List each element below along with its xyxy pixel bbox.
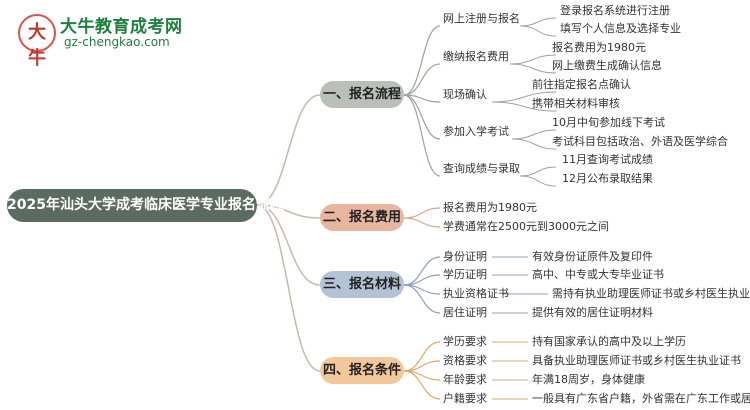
- connector-line: [491, 101, 557, 112]
- connector-line: [519, 166, 557, 177]
- item-label: 报名费用为1980元: [443, 201, 537, 214]
- item-detail: 一般具有广东省户籍，外省需在广东工作或居住: [532, 392, 750, 405]
- root-node: 2025年汕头大学成考临床医学专业报名流程: [7, 189, 284, 222]
- item-label: 年龄要求: [443, 373, 487, 386]
- item-detail: 具备执业助理医师证书或乡村医生执业证书: [532, 354, 741, 367]
- site-logo[interactable]: 大牛 大牛教育成考网 gz-chengkao.com: [8, 10, 208, 69]
- connector-line: [256, 204, 321, 286]
- category-registration-fees: 二、报名费用: [320, 204, 404, 231]
- item-detail: 10月中旬参加线下考试: [552, 116, 665, 129]
- item-detail: 需持有执业助理医师证书或乡村医生执业证书: [552, 287, 750, 300]
- category-registration-process: 一、报名流程: [320, 81, 404, 108]
- item-label: 参加入学考试: [443, 125, 509, 138]
- connector-line: [403, 217, 441, 228]
- connector-line: [256, 204, 321, 219]
- category-registration-conditions: 四、报名条件: [320, 357, 404, 384]
- connector-line: [509, 54, 557, 65]
- item-label: 资格要求: [443, 354, 487, 367]
- connector-line: [519, 17, 557, 27]
- item-label: 学费通常在2500元到3000元之间: [443, 220, 609, 233]
- item-detail: 报名费用为1980元: [552, 41, 646, 54]
- connector-line: [256, 204, 321, 372]
- item-label: 身份证明: [443, 250, 487, 263]
- item-label: 居住证明: [443, 306, 487, 319]
- item-detail: 考试科目包括政治、外语及医学综合: [552, 135, 728, 148]
- connector-line: [519, 175, 557, 187]
- connector-line: [403, 370, 441, 400]
- item-detail: 持有国家承认的高中及以上学历: [532, 335, 686, 348]
- logo-glyph: 大牛: [28, 22, 46, 69]
- item-detail: 网上缴费生成确认信息: [552, 59, 662, 72]
- item-detail: 年满18周岁，身体健康: [532, 373, 645, 386]
- connector-line: [403, 284, 441, 314]
- connector-line: [403, 256, 441, 286]
- logo-title: 大牛教育成考网: [60, 17, 183, 37]
- item-label: 学历证明: [443, 268, 487, 281]
- item-label: 查询成绩与录取: [443, 162, 520, 175]
- item-label: 户籍要求: [443, 392, 487, 405]
- item-detail: 提供有效的居住证明材料: [532, 306, 653, 319]
- connector-line: [403, 63, 441, 96]
- item-detail: 前往指定报名点确认: [532, 78, 631, 91]
- category-registration-materials: 三、报名材料: [320, 271, 404, 298]
- connector-line: [403, 94, 441, 177]
- item-label: 学历要求: [443, 335, 487, 348]
- item-detail: 11月查询考试成绩: [562, 153, 653, 166]
- connector-line: [519, 25, 557, 37]
- item-label: 执业资格证书: [443, 287, 509, 300]
- connector-line: [511, 129, 557, 140]
- connector-line: [491, 91, 557, 103]
- connector-line: [509, 63, 557, 74]
- item-detail: 有效身份证原件及复印件: [532, 250, 653, 263]
- item-label: 缴纳报名费用: [443, 50, 509, 63]
- connector-line: [256, 94, 321, 206]
- logo-url: gz-chengkao.com: [64, 35, 170, 49]
- item-label: 现场确认: [443, 88, 487, 101]
- item-detail: 高中、中专或大专毕业证书: [532, 268, 664, 281]
- connector-line: [511, 138, 557, 150]
- item-detail: 12月公布录取结果: [562, 172, 653, 185]
- logo-emblem-icon: 大牛: [18, 14, 56, 69]
- item-detail: 登录报名系统进行注册: [560, 4, 670, 17]
- item-label: 网上注册与报名: [443, 12, 520, 25]
- connector-line: [403, 207, 441, 219]
- connector-line: [403, 25, 441, 96]
- item-detail: 携带相关材料审核: [532, 97, 620, 110]
- item-detail: 填写个人信息及选择专业: [560, 22, 681, 35]
